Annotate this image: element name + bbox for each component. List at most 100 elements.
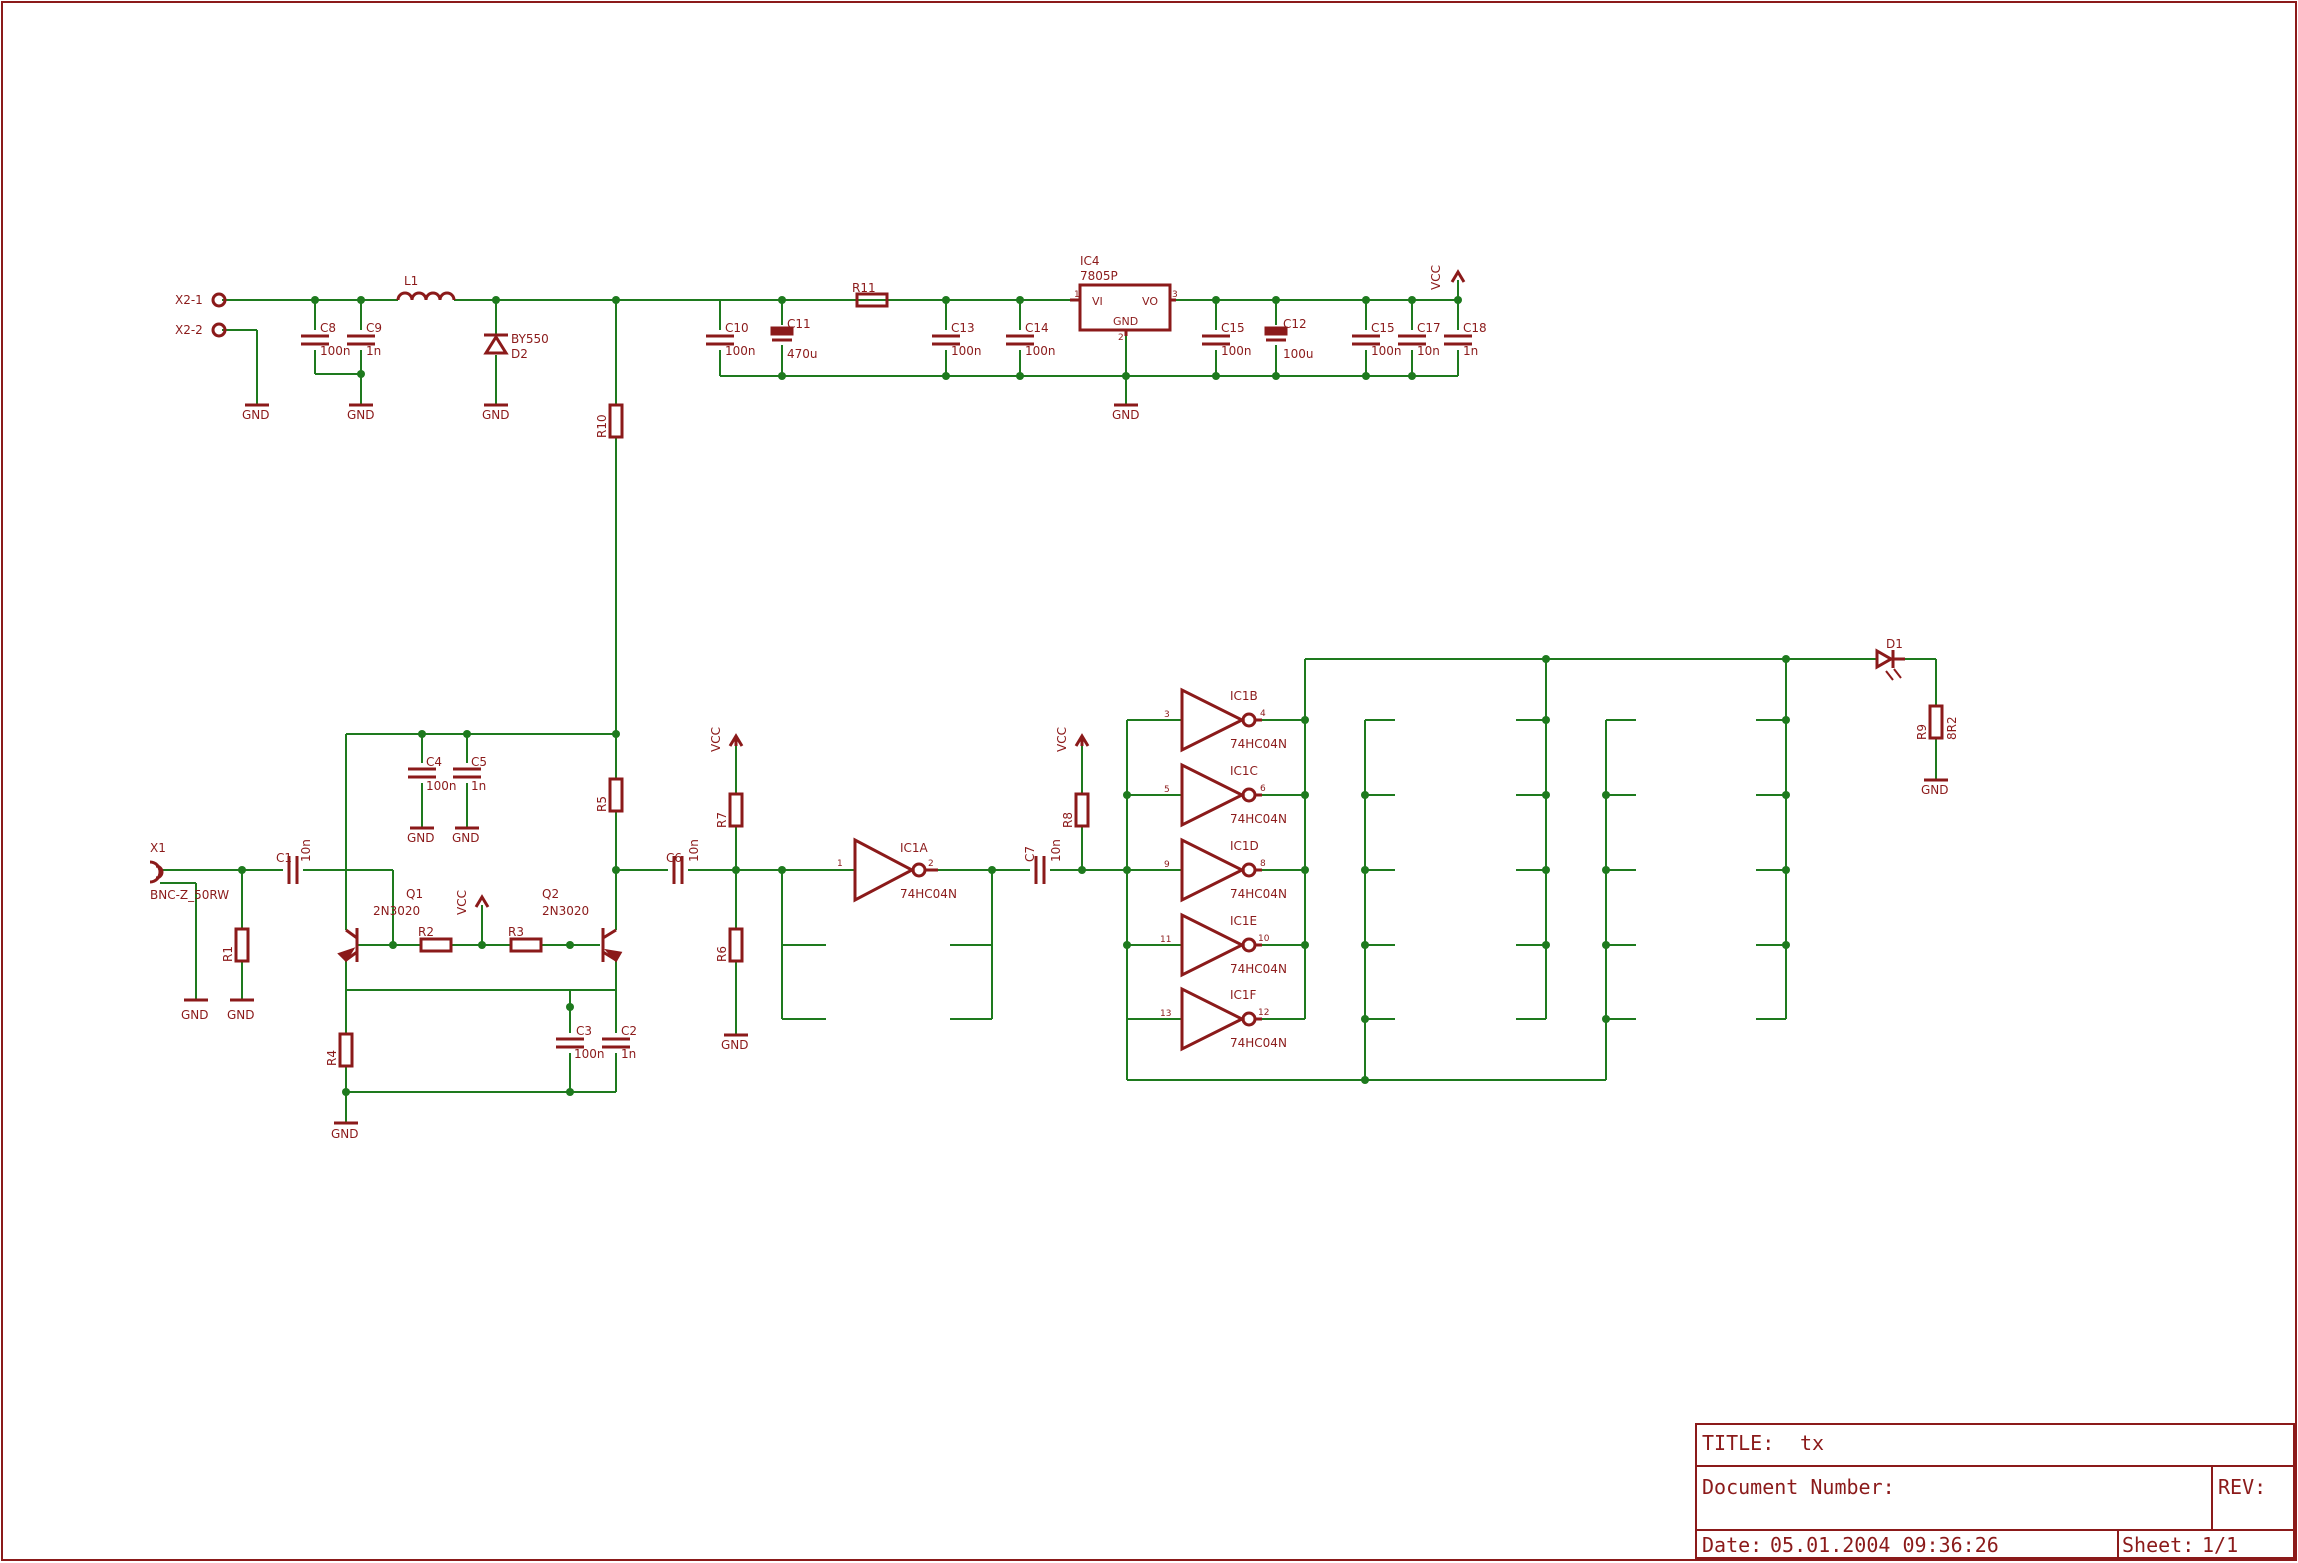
label-c8: C8 <box>320 321 336 335</box>
label-x2-1: X2-1 <box>175 293 203 307</box>
doc-number-label: Document Number: <box>1702 1475 1895 1499</box>
vcc-arrow-icons <box>474 269 1466 908</box>
sheet-value: 1/1 <box>2202 1533 2238 1557</box>
components <box>149 269 1948 1125</box>
label-d1: D1 <box>1886 637 1903 651</box>
label-r5: R5 <box>595 796 609 812</box>
label-ic4: IC4 <box>1080 254 1100 268</box>
sheet-label: Sheet: <box>2122 1533 2194 1557</box>
label-c4-value: 100n <box>426 779 457 793</box>
label-vcc: VCC <box>1055 727 1069 752</box>
label-c6: C6 <box>666 851 682 865</box>
label-c15b: C15 <box>1371 321 1395 335</box>
label-gnd: GND <box>452 831 480 845</box>
label-x1-part: BNC-Z_50RW <box>150 888 229 902</box>
title-label: TITLE: <box>1702 1431 1774 1455</box>
label-c2: C2 <box>621 1024 637 1038</box>
label-pin13: 13 <box>1160 1009 1171 1019</box>
label-ic1b: IC1B <box>1230 689 1258 703</box>
label-pin12: 12 <box>1258 1008 1269 1018</box>
label-c17-value: 10n <box>1417 344 1440 358</box>
title-block: TITLE: tx Document Number: REV: Date: 05… <box>1695 1423 2295 1559</box>
label-r7: R7 <box>715 812 729 828</box>
inverter-icons <box>853 687 1262 1052</box>
date-value: 05.01.2004 09:36:26 <box>1770 1533 1999 1557</box>
label-c5: C5 <box>471 755 487 769</box>
label-d2: D2 <box>511 347 528 361</box>
label-gnd: GND <box>242 408 270 422</box>
label-ic1d-part: 74HC04N <box>1230 887 1287 901</box>
label-r6: R6 <box>715 946 729 962</box>
label-c14-value: 100n <box>1025 344 1056 358</box>
label-pin2: 2 <box>928 859 934 869</box>
label-ic4-pin2: 2 <box>1118 333 1124 343</box>
label-ic1c-part: 74HC04N <box>1230 812 1287 826</box>
label-x1: X1 <box>150 841 166 855</box>
rev-label: REV: <box>2218 1475 2266 1499</box>
label-ic4-part: 7805P <box>1080 269 1118 283</box>
label-c3-value: 100n <box>574 1047 605 1061</box>
label-ic1f: IC1F <box>1230 988 1257 1002</box>
component-labels: X2-1 X2-2 GND GND GND GND L1 C8 100n C9 … <box>150 254 1959 1141</box>
label-r1: R1 <box>221 946 235 962</box>
label-q1-part: 2N3020 <box>373 904 420 918</box>
label-l1: L1 <box>404 274 418 288</box>
label-c9: C9 <box>366 321 382 335</box>
label-c1: C1 <box>276 851 292 865</box>
label-c18-value: 1n <box>1463 344 1478 358</box>
label-c5-value: 1n <box>471 779 486 793</box>
label-c10-value: 100n <box>725 344 756 358</box>
label-ic4-vi: VI <box>1092 295 1103 308</box>
label-pin9: 9 <box>1164 860 1170 870</box>
q1-transistor-icon <box>337 928 359 963</box>
label-r8: R8 <box>1061 812 1075 828</box>
label-c15b-value: 100n <box>1371 344 1402 358</box>
resistor-icons <box>234 292 1944 1068</box>
label-c8-value: 100n <box>320 344 351 358</box>
label-c9-value: 1n <box>366 344 381 358</box>
label-c7: C7 <box>1023 846 1037 862</box>
label-gnd: GND <box>1112 408 1140 422</box>
label-vcc: VCC <box>709 727 723 752</box>
label-pin8: 8 <box>1260 859 1266 869</box>
label-gnd: GND <box>721 1038 749 1052</box>
label-ic4-vo: VO <box>1142 295 1158 308</box>
label-c11: C11 <box>787 317 811 331</box>
label-gnd: GND <box>181 1008 209 1022</box>
label-ic1a-part: 74HC04N <box>900 887 957 901</box>
junctions <box>238 296 1790 1096</box>
label-c15a: C15 <box>1221 321 1245 335</box>
label-c13: C13 <box>951 321 975 335</box>
label-c3: C3 <box>576 1024 592 1038</box>
label-r10: R10 <box>595 414 609 438</box>
label-c6-value: 10n <box>687 839 701 862</box>
x2-1-terminal-icon <box>211 292 227 308</box>
l1-inductor-icon <box>396 291 456 301</box>
gnd-symbol-icons <box>184 403 1948 1125</box>
label-ic1b-part: 74HC04N <box>1230 737 1287 751</box>
electrolytic-capacitor-icons <box>770 326 1288 342</box>
label-q1: Q1 <box>406 887 423 901</box>
label-ic1d: IC1D <box>1230 839 1259 853</box>
label-c11-value: 470u <box>787 347 818 361</box>
label-d2-part: BY550 <box>511 332 549 346</box>
d2-diode-icon <box>483 333 509 355</box>
label-c14: C14 <box>1025 321 1049 335</box>
label-c1-value: 10n <box>299 839 313 862</box>
label-pin11: 11 <box>1160 935 1171 945</box>
label-ic4-pin3: 3 <box>1172 290 1178 300</box>
label-x2-2: X2-2 <box>175 323 203 337</box>
label-r3: R3 <box>508 925 524 939</box>
label-r4: R4 <box>325 1050 339 1066</box>
label-c18: C18 <box>1463 321 1487 335</box>
label-gnd: GND <box>482 408 510 422</box>
label-c4: C4 <box>426 755 442 769</box>
d1-led-icon <box>1875 648 1905 681</box>
label-c10: C10 <box>725 321 749 335</box>
label-ic1a: IC1A <box>900 841 929 855</box>
label-gnd: GND <box>407 831 435 845</box>
label-ic4-gnd: GND <box>1113 315 1138 328</box>
label-r9-value: 8R2 <box>1945 716 1959 740</box>
